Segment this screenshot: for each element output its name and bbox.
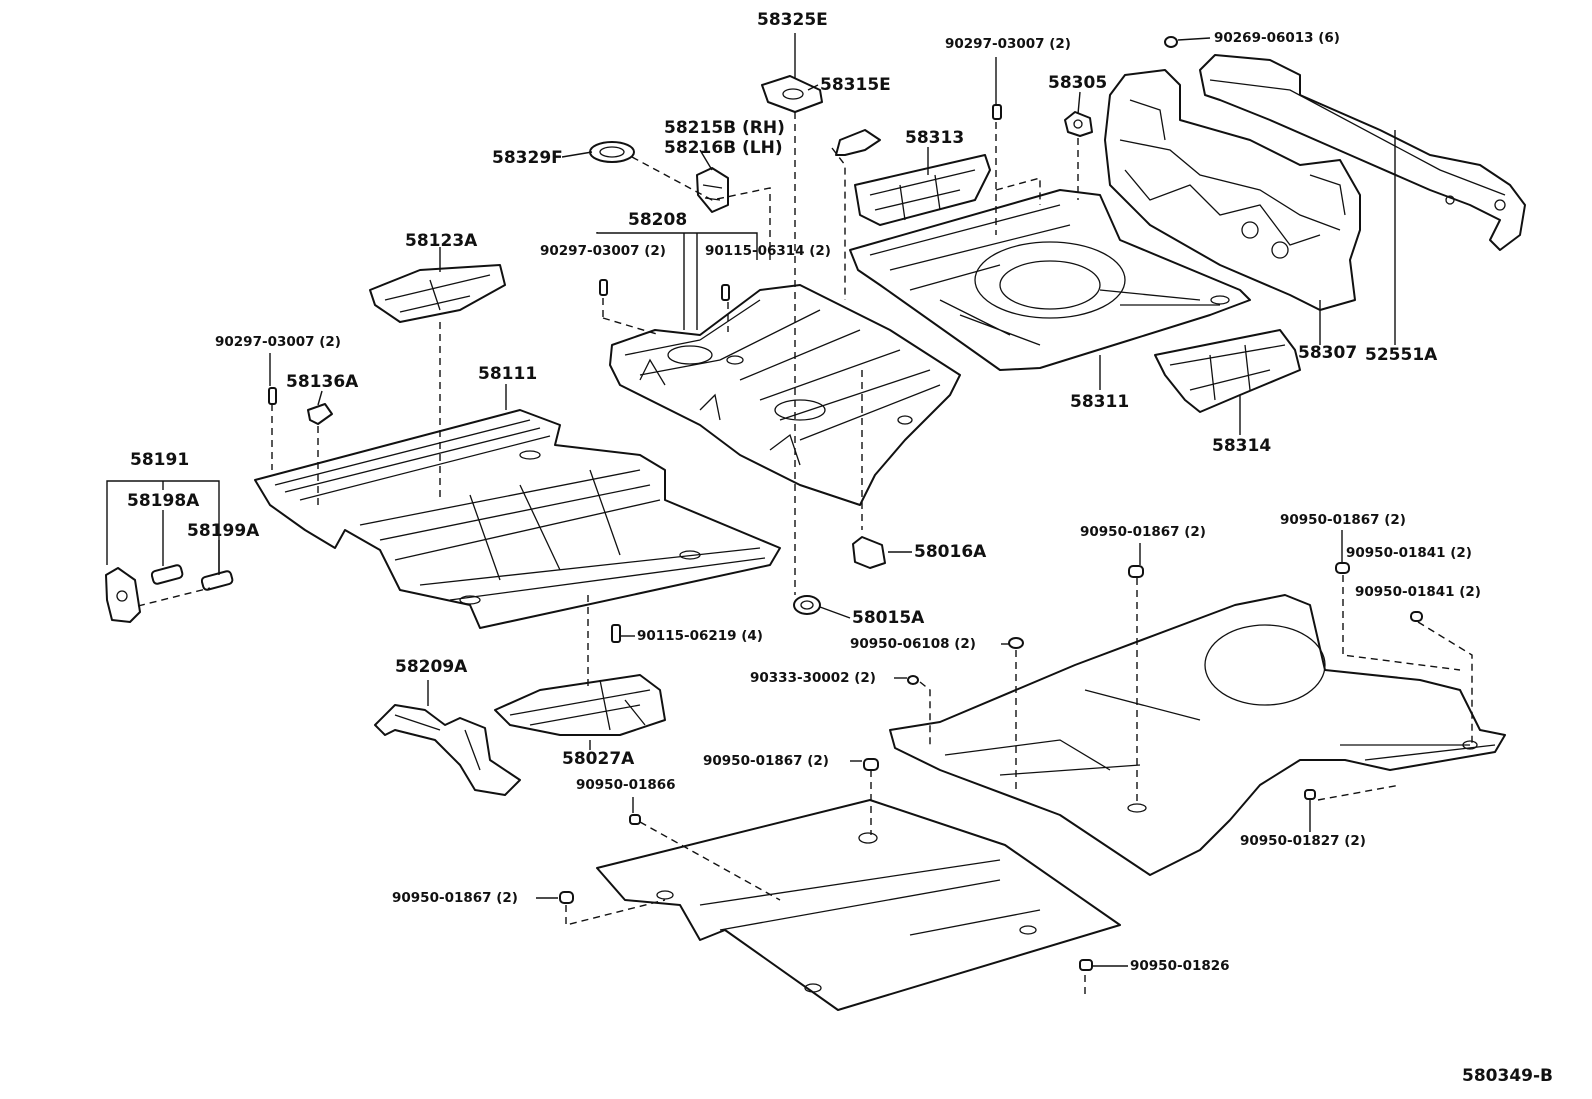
diagram-id: 580349-B <box>1462 1066 1553 1086</box>
label-52551A: 52551A <box>1365 345 1438 365</box>
label-58027A: 58027A <box>562 749 635 769</box>
label-58305: 58305 <box>1048 73 1108 93</box>
plug-58015A <box>793 595 821 615</box>
label-58315E: 58315E <box>820 75 891 95</box>
assembly-dashed-lines <box>137 112 1473 995</box>
label-90950-01867-a: 90950-01867 (2) <box>1080 524 1206 540</box>
label-58208: 58208 <box>628 210 688 230</box>
center-floor-pan-58208 <box>609 284 961 506</box>
bracket-58315E <box>835 129 881 156</box>
label-90950-01841-b: 90950-01841 (2) <box>1355 584 1481 600</box>
bracket-58305 <box>1064 111 1093 137</box>
bracket-58209A <box>374 704 521 796</box>
plug-58329F <box>589 141 635 163</box>
seat-bracket-58123A <box>369 264 506 323</box>
label-90950-01867-d: 90950-01867 (2) <box>392 890 518 906</box>
label-58198A: 58198A <box>127 491 200 511</box>
label-90950-01826: 90950-01826 <box>1130 958 1230 974</box>
patch-58016A <box>852 536 886 569</box>
label-58215B: 58215B (RH) <box>664 118 785 138</box>
bracket-58027A <box>494 674 666 736</box>
label-90297-03007-center: 90297-03007 (2) <box>540 243 666 259</box>
reinforcement-58313 <box>854 154 991 226</box>
label-90950-01866: 90950-01866 <box>576 777 676 793</box>
label-58111: 58111 <box>478 364 538 384</box>
label-58191: 58191 <box>130 450 190 470</box>
front-floor-pan-58111 <box>254 409 781 629</box>
label-58015A: 58015A <box>852 608 925 628</box>
label-90297-03007-top: 90297-03007 (2) <box>945 36 1071 52</box>
bracket-58215B-58216B <box>696 167 729 213</box>
label-90115-06219: 90115-06219 (4) <box>637 628 763 644</box>
label-90333-30002: 90333-30002 (2) <box>750 670 876 686</box>
label-90269-06013: 90269-06013 (6) <box>1214 30 1340 46</box>
label-90297-03007-left: 90297-03007 (2) <box>215 334 341 350</box>
leader-lines <box>106 33 1396 967</box>
label-58314: 58314 <box>1212 436 1272 456</box>
label-90950-01867-c: 90950-01867 (2) <box>703 753 829 769</box>
rear-panel-58307 <box>1104 69 1361 311</box>
rear-bumper-reinforcement-52551A <box>1199 54 1526 251</box>
reinforcement-58314 <box>1154 329 1301 413</box>
label-90950-01867-b: 90950-01867 (2) <box>1280 512 1406 528</box>
front-floor-silencer <box>596 799 1121 1011</box>
label-58307: 58307 <box>1298 343 1358 363</box>
label-90950-06108: 90950-06108 (2) <box>850 636 976 652</box>
label-90950-01841-a: 90950-01841 (2) <box>1346 545 1472 561</box>
label-90115-06314: 90115-06314 (2) <box>705 243 831 259</box>
label-58216B: 58216B (LH) <box>664 138 783 158</box>
label-58311: 58311 <box>1070 392 1130 412</box>
rear-floor-silencer <box>889 594 1506 876</box>
label-58016A: 58016A <box>914 542 987 562</box>
clip-58136A <box>307 403 333 425</box>
rear-floor-pan-58311 <box>849 189 1251 371</box>
jack-bracket-58191 <box>105 564 234 623</box>
label-58209A: 58209A <box>395 657 468 677</box>
fasteners <box>268 36 1423 971</box>
label-58199A: 58199A <box>187 521 260 541</box>
label-58123A: 58123A <box>405 231 478 251</box>
label-58329F: 58329F <box>492 148 563 168</box>
label-90950-01827: 90950-01827 (2) <box>1240 833 1366 849</box>
plug-58325E <box>761 75 823 113</box>
label-58136A: 58136A <box>286 372 359 392</box>
label-58325E: 58325E <box>757 10 828 30</box>
label-58313: 58313 <box>905 128 965 148</box>
